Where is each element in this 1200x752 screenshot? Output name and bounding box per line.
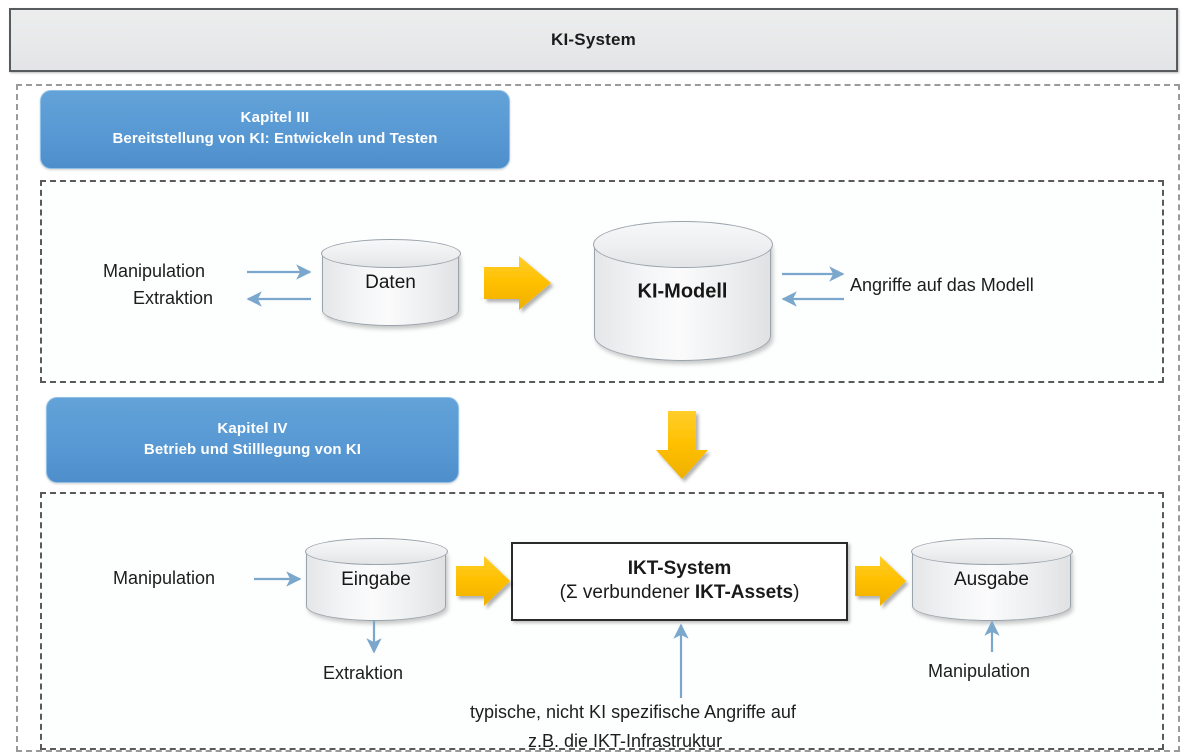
label-angriffe-auf-das-modell: Angriffe auf das Modell [850, 275, 1034, 295]
label-note-line-2: z.B. die IKT-Infrastruktur [528, 731, 723, 751]
chapter-4-title: Betrieb und Stilllegung von KI [143, 440, 362, 458]
label-extraktion-eingabe: Extraktion [323, 663, 404, 683]
cylinder-label-eingabe: Eingabe [341, 569, 411, 590]
chapter-3-title: Bereitstellung von KI: Entwickeln und Te… [112, 130, 438, 148]
chapter-3-number: Kapitel III [240, 109, 310, 127]
operation-panel [40, 492, 1164, 750]
cylinder-top-ellipse [910, 537, 1073, 566]
page-title: KI-System [551, 30, 636, 49]
database-cylinder-daten: Daten [320, 238, 461, 326]
cylinder-label-ausgabe: Ausgabe [953, 569, 1029, 590]
ki-system-header: KI-System [9, 8, 1178, 72]
cylinder-top-ellipse [320, 238, 461, 268]
label-note-line-1: typische, nicht KI spezifische Angriffe … [470, 702, 796, 722]
cylinder-top-ellipse [592, 220, 773, 268]
database-cylinder-ausgabe: Ausgabe [910, 537, 1073, 621]
chapter-badge-kapitel-4[interactable]: Kapitel IV Betrieb und Stilllegung von K… [46, 397, 459, 483]
label-extraktion-daten: Extraktion [133, 288, 214, 308]
ikt-subtitle-bold: IKT-Assets [694, 582, 794, 604]
cylinder-label-daten: Daten [365, 272, 416, 293]
label-manipulation-ausgabe: Manipulation [928, 661, 1031, 681]
chapter-4-number: Kapitel IV [217, 419, 288, 437]
chapter-badge-kapitel-3[interactable]: Kapitel III Bereitstellung von KI: Entwi… [40, 90, 510, 169]
development-panel [40, 180, 1164, 383]
ikt-system-subtitle: (Σ verbundener IKT-Assets) [560, 581, 800, 606]
database-cylinder-ki-modell: KI-Modell [592, 220, 773, 361]
ikt-system-title: IKT-System [627, 558, 732, 580]
ikt-subtitle-suffix: ) [793, 582, 800, 604]
database-cylinder-eingabe: Eingabe [304, 537, 448, 621]
ikt-system-box: IKT-System (Σ verbundener IKT-Assets) [511, 542, 848, 621]
ikt-subtitle-prefix: (Σ verbundener [559, 582, 695, 604]
cylinder-label-ki-modell: KI-Modell [637, 280, 728, 302]
label-manipulation-eingabe: Manipulation [113, 568, 216, 588]
cylinder-top-ellipse [304, 537, 448, 566]
label-manipulation-daten: Manipulation [103, 261, 206, 281]
